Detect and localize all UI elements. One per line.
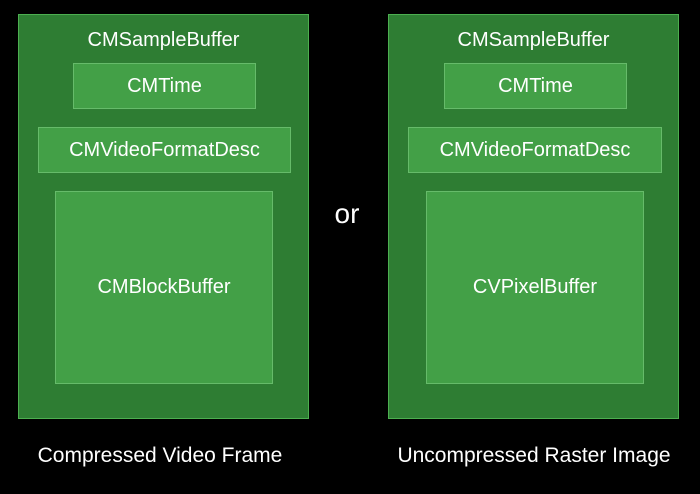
left-cmtime-box: CMTime bbox=[73, 63, 256, 109]
right-sample-buffer-title: CMSampleBuffer bbox=[457, 29, 610, 51]
left-sample-buffer-box: CMSampleBuffer CMTime CMVideoFormatDesc … bbox=[18, 14, 309, 419]
right-cmtime-box: CMTime bbox=[444, 63, 627, 109]
left-caption: Compressed Video Frame bbox=[37, 444, 283, 467]
right-format-desc-box: CMVideoFormatDesc bbox=[408, 127, 662, 173]
right-pixel-buffer-box: CVPixelBuffer bbox=[426, 191, 644, 384]
left-sample-buffer-title: CMSampleBuffer bbox=[87, 29, 240, 51]
left-block-buffer-box: CMBlockBuffer bbox=[55, 191, 273, 384]
right-caption: Uncompressed Raster Image bbox=[397, 444, 671, 467]
or-separator: or bbox=[334, 198, 360, 229]
right-sample-buffer-box: CMSampleBuffer CMTime CMVideoFormatDesc … bbox=[388, 14, 679, 419]
left-format-desc-box: CMVideoFormatDesc bbox=[38, 127, 291, 173]
